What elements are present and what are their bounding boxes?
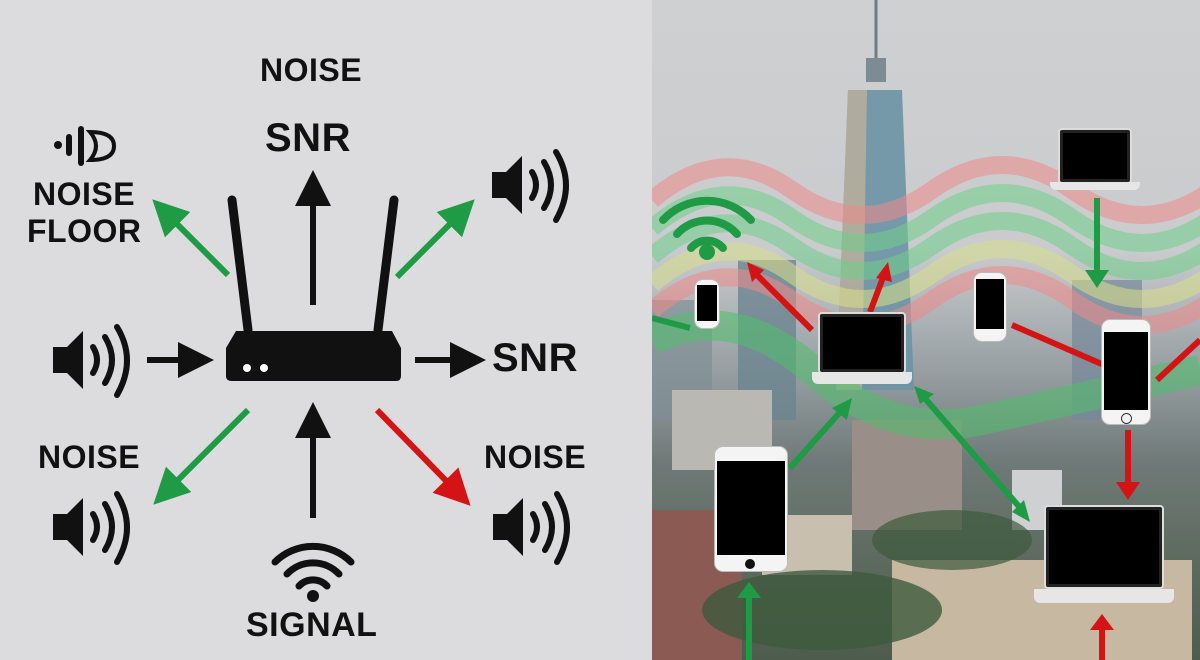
noise-floor-label-line2: FLOOR xyxy=(27,213,142,249)
speaker-icon xyxy=(53,324,130,398)
arrow-bottom-right xyxy=(374,407,471,506)
noise-diagram-panel: NOISE SNR NOISE FLOOR SNR NOISE NOISE SI… xyxy=(27,52,587,644)
phone-device xyxy=(1102,320,1150,424)
router-icon xyxy=(226,195,401,381)
arrow-noise-floor xyxy=(152,199,231,278)
wifi-icon xyxy=(271,542,355,602)
speaker-icon xyxy=(53,491,130,565)
top-noise-label: NOISE xyxy=(260,52,363,88)
noise-floor-label-line1: NOISE xyxy=(33,176,136,212)
speaker-icon xyxy=(492,149,569,223)
phone-device xyxy=(695,280,719,328)
right-snr-label: SNR xyxy=(492,336,578,380)
laptop-device xyxy=(812,312,912,388)
laptop-device xyxy=(1034,505,1174,605)
arrow-bottom-left xyxy=(153,407,251,505)
signal-label: SIGNAL xyxy=(246,606,378,644)
phone-device xyxy=(715,447,787,571)
noise-wave-icon xyxy=(54,126,117,166)
laptop-device xyxy=(1050,128,1140,194)
diagram-graphics xyxy=(53,126,570,602)
bottom-right-noise-label: NOISE xyxy=(484,439,587,475)
phone-device xyxy=(974,273,1006,341)
wifi-icon xyxy=(659,196,755,260)
city-scene-panel xyxy=(652,0,1200,660)
top-snr-label: SNR xyxy=(265,116,351,160)
signal-waves xyxy=(652,156,1200,440)
speaker-icon xyxy=(493,491,570,565)
arrow-top-right xyxy=(394,199,475,280)
bottom-left-noise-label: NOISE xyxy=(38,439,141,475)
